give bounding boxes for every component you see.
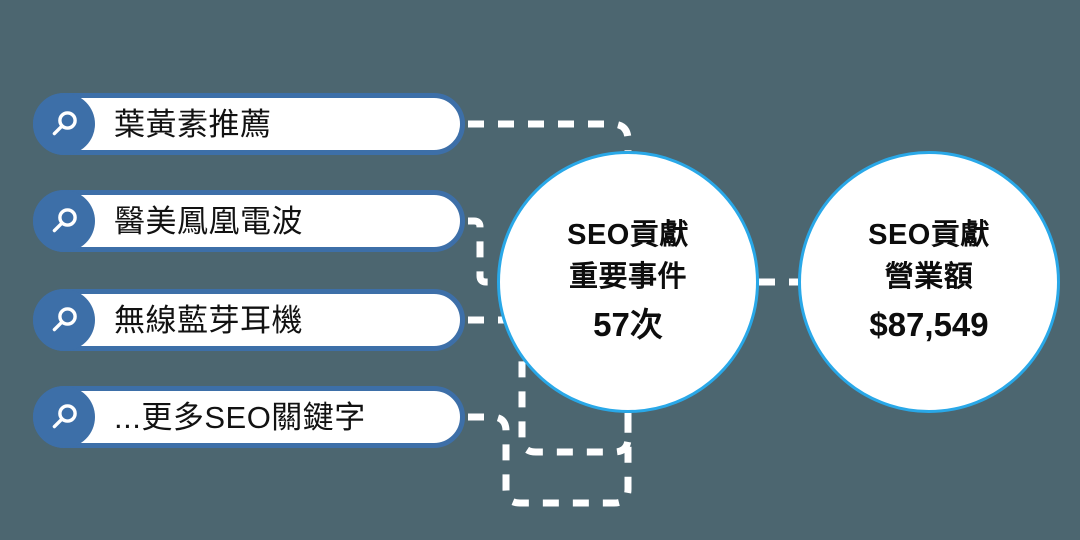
search-icon: [33, 190, 95, 252]
search-icon: [33, 93, 95, 155]
metric-title-line-1: SEO貢獻: [868, 219, 990, 252]
search-icon: [33, 289, 95, 351]
connector-keyword-1: [468, 120, 632, 151]
connector-keyword-4: [468, 413, 632, 507]
keyword-label: 無線藍芽耳機: [114, 302, 303, 338]
connector-keyword-2: [468, 217, 497, 286]
keyword-pill[interactable]: 醫美鳳凰電波: [33, 190, 465, 252]
metric-title-line-2: 重要事件: [568, 260, 687, 293]
metric-title-line-2: 營業額: [884, 260, 974, 293]
keyword-pill[interactable]: 無線藍芽耳機: [33, 289, 465, 351]
metric-value: 57次: [593, 305, 663, 343]
metric-title-line-1: SEO貢獻: [567, 219, 689, 252]
search-icon: [33, 386, 95, 448]
keyword-pill-more[interactable]: ...更多SEO關鍵字: [33, 386, 465, 448]
metric-circle-seo-events[interactable]: SEO貢獻 重要事件 57次: [497, 151, 759, 413]
metric-circle-seo-revenue[interactable]: SEO貢獻 營業額 $87,549: [798, 151, 1060, 413]
keyword-label: 葉黃素推薦: [114, 106, 272, 142]
metric-value: $87,549: [869, 305, 989, 343]
keyword-label: 醫美鳳凰電波: [114, 203, 303, 239]
keyword-label: ...更多SEO關鍵字: [114, 399, 366, 435]
keyword-pill[interactable]: 葉黃素推薦: [33, 93, 465, 155]
